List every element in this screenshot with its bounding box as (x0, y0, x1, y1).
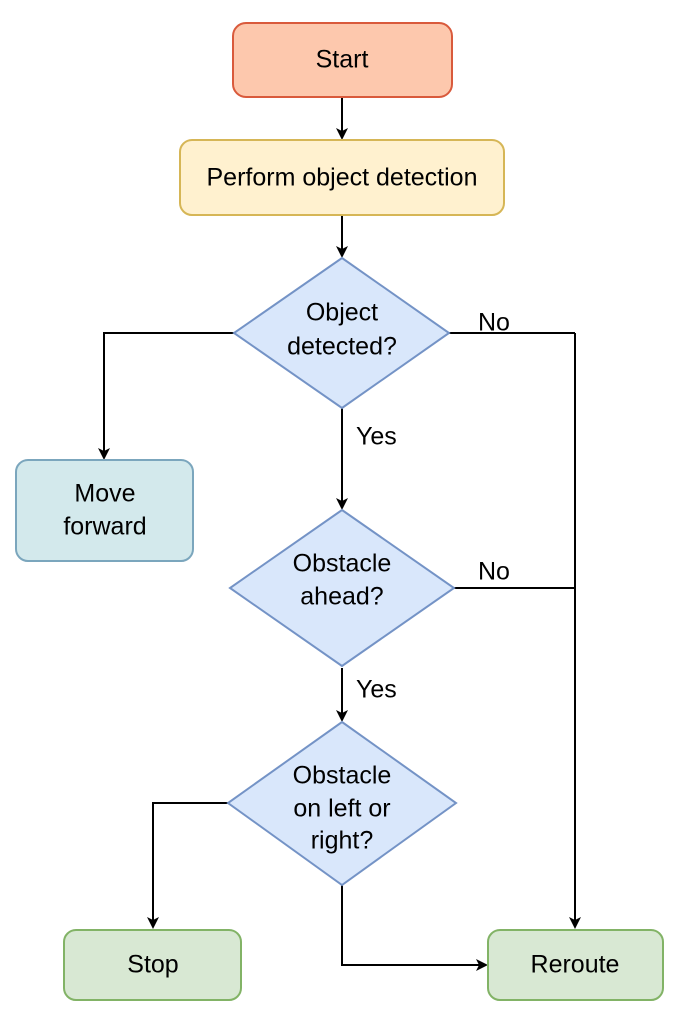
decision-object-detected-line1: Object (306, 299, 378, 327)
decision-obstacle-side-line1: Obstacle (293, 762, 392, 790)
stop-label: Stop (127, 951, 178, 979)
decision-obstacle-ahead-line2: ahead? (300, 583, 383, 611)
detect-label: Perform object detection (207, 164, 478, 192)
edge-decision3-to-stop (147, 802, 228, 929)
decision-obstacle-ahead-line1: Obstacle (293, 550, 392, 578)
start-label: Start (316, 46, 369, 74)
edge-label-yes-1: Yes (356, 423, 397, 451)
decision-object-detected: Object detected? (232, 256, 451, 410)
decision-obstacle-side-line2: on left or (293, 795, 390, 823)
decision-object-detected-line2: detected? (287, 333, 397, 361)
stop-node: Stop (63, 929, 242, 1001)
move-forward-line2: forward (63, 513, 146, 541)
decision-obstacle-side-line3: right? (311, 827, 374, 855)
move-forward-line1: Move (74, 480, 135, 508)
detect-node: Perform object detection (179, 139, 505, 216)
move-forward-node: Move forward (15, 459, 194, 562)
connectors (98, 97, 581, 971)
edge-label-yes-2: Yes (356, 676, 397, 704)
reroute-node: Reroute (487, 929, 664, 1001)
edge-decision3-to-reroute (341, 885, 488, 971)
decision-obstacle-ahead: Obstacle ahead? (228, 508, 456, 668)
edge-decision1-to-move (98, 332, 234, 460)
edge-label-no-2: No (478, 558, 510, 586)
decision-obstacle-side: Obstacle on left or right? (226, 720, 458, 887)
start-node: Start (232, 22, 453, 98)
edge-label-no-1: No (478, 309, 510, 337)
reroute-label: Reroute (531, 951, 620, 979)
